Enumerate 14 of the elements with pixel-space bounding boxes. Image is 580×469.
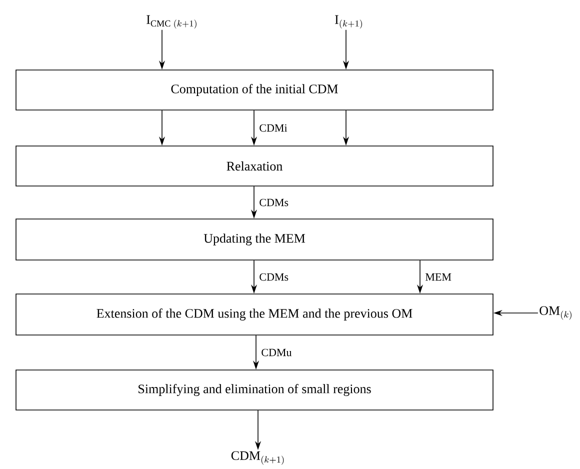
variable-label: $\mathrm{OM}_{(k)}$ [540,306,572,320]
edge-label: CDMs [258,198,290,208]
edge-label: CDMi [258,123,288,133]
variable-label: $\mathrm{CDM}_{(k+1)}$ [231,451,284,465]
process-box: Extension of the CDM using the MEM and the previous OM [16,294,494,336]
process-box: Simplifying and elimination of small regions [16,370,494,410]
edge-label: CDMs [258,272,290,282]
edge-label: MEM [424,272,452,282]
variable-label: $\mathrm{I}_{\mathrm{CMC}\;(k+1)}$ [146,15,196,29]
edge-label: CDMu [260,348,293,358]
process-box: Computation of the initial CDM [16,70,494,110]
process-box: Updating the MEM [16,218,494,260]
process-box: Relaxation [16,146,494,186]
variable-label: $\mathrm{I}_{(k+1)}$ [335,15,362,29]
